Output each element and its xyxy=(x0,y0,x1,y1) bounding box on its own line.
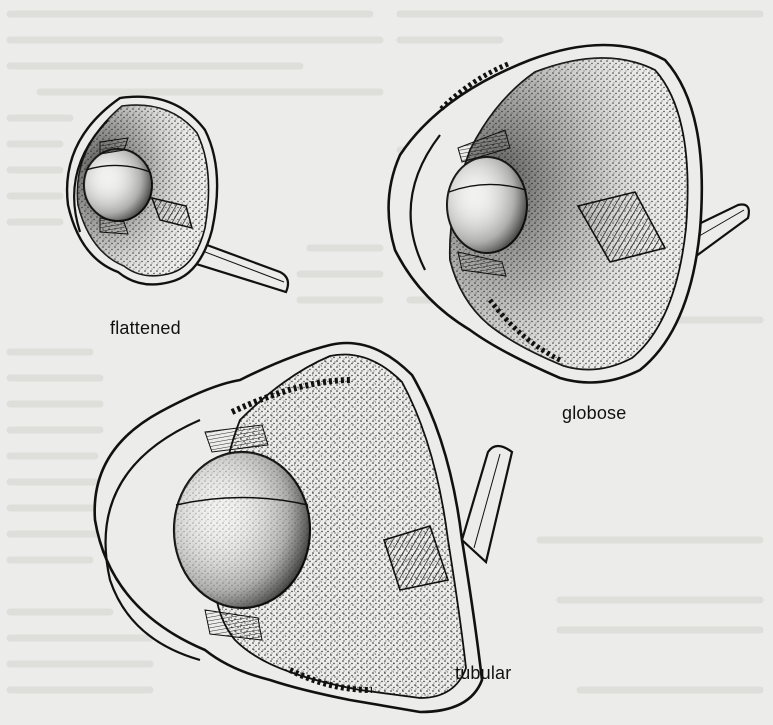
globose-eye xyxy=(389,45,749,383)
optic-nerve xyxy=(462,446,512,562)
label-globose: globose xyxy=(562,403,626,424)
tubular-eye xyxy=(95,343,512,712)
label-flattened: flattened xyxy=(110,318,181,339)
flattened-eye xyxy=(67,97,288,292)
label-tubular: tubular xyxy=(455,663,511,684)
